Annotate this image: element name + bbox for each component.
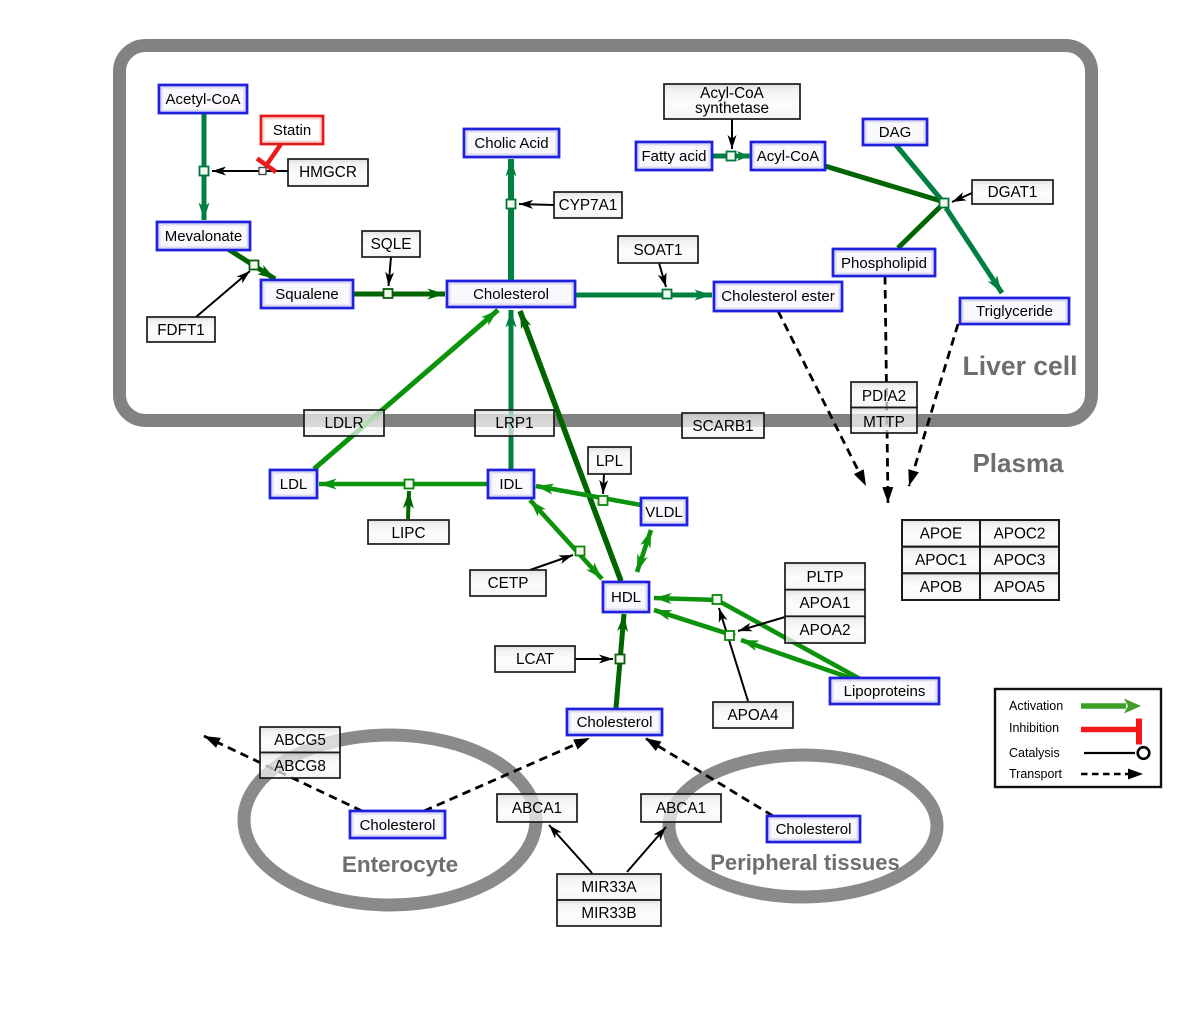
svg-text:HDL: HDL	[611, 589, 641, 606]
svg-text:Cholesterol: Cholesterol	[577, 714, 653, 731]
svg-text:APOC2: APOC2	[994, 526, 1046, 543]
svg-text:SOAT1: SOAT1	[633, 242, 682, 259]
svg-text:LIPC: LIPC	[391, 525, 425, 542]
svg-text:Catalysis: Catalysis	[1009, 746, 1060, 760]
svg-text:Acetyl-CoA: Acetyl-CoA	[165, 91, 240, 108]
svg-text:LPL: LPL	[596, 453, 623, 470]
svg-text:Statin: Statin	[273, 122, 311, 139]
svg-text:Squalene: Squalene	[275, 286, 338, 303]
svg-text:LDLR: LDLR	[324, 415, 363, 432]
svg-text:Cholesterol: Cholesterol	[360, 817, 436, 834]
svg-text:Inhibition: Inhibition	[1009, 721, 1059, 735]
svg-text:VLDL: VLDL	[645, 504, 683, 521]
svg-text:IDL: IDL	[499, 476, 522, 493]
svg-text:ABCA1: ABCA1	[656, 800, 706, 817]
svg-text:MTTP: MTTP	[863, 414, 905, 431]
svg-text:Cholesterol ester: Cholesterol ester	[721, 288, 834, 305]
svg-text:Fatty acid: Fatty acid	[641, 148, 706, 165]
svg-text:Mevalonate: Mevalonate	[165, 228, 243, 245]
svg-text:APOC1: APOC1	[915, 552, 967, 569]
svg-text:DGAT1: DGAT1	[988, 184, 1038, 201]
svg-text:Phospholipid: Phospholipid	[841, 255, 927, 272]
svg-text:MIR33B: MIR33B	[581, 905, 636, 922]
svg-text:CYP7A1: CYP7A1	[559, 197, 618, 214]
svg-text:APOA5: APOA5	[994, 579, 1045, 596]
svg-text:CETP: CETP	[488, 575, 529, 592]
svg-text:Liver cell: Liver cell	[963, 351, 1078, 381]
svg-text:Plasma: Plasma	[972, 448, 1064, 478]
svg-text:LDL: LDL	[280, 476, 308, 493]
svg-text:APOA2: APOA2	[799, 622, 850, 639]
svg-text:SQLE: SQLE	[371, 236, 412, 253]
svg-text:Activation: Activation	[1009, 699, 1063, 713]
svg-text:APOA4: APOA4	[727, 707, 779, 724]
svg-text:synthetase: synthetase	[695, 100, 769, 117]
svg-text:ABCG8: ABCG8	[274, 758, 326, 775]
svg-text:Enterocyte: Enterocyte	[342, 852, 458, 877]
svg-text:APOA1: APOA1	[799, 595, 850, 612]
svg-text:MIR33A: MIR33A	[581, 879, 637, 896]
svg-text:ABCG5: ABCG5	[274, 732, 326, 749]
svg-text:Cholic Acid: Cholic Acid	[474, 135, 548, 152]
svg-text:LRP1: LRP1	[495, 415, 533, 432]
svg-text:Acyl-CoA: Acyl-CoA	[757, 148, 820, 165]
svg-text:PLTP: PLTP	[806, 569, 843, 586]
svg-text:ABCA1: ABCA1	[512, 800, 562, 817]
svg-text:APOE: APOE	[920, 526, 963, 543]
svg-text:SCARB1: SCARB1	[692, 418, 753, 435]
svg-text:DAG: DAG	[879, 124, 912, 141]
svg-text:Cholesterol: Cholesterol	[473, 286, 549, 303]
svg-text:Transport: Transport	[1009, 767, 1063, 781]
svg-text:LCAT: LCAT	[516, 651, 554, 668]
svg-text:HMGCR: HMGCR	[299, 164, 357, 181]
svg-text:Acyl-CoA: Acyl-CoA	[700, 85, 765, 102]
svg-text:Lipoproteins: Lipoproteins	[844, 683, 926, 700]
svg-text:Triglyceride: Triglyceride	[976, 303, 1053, 320]
svg-text:APOC3: APOC3	[994, 552, 1046, 569]
svg-text:APOB: APOB	[920, 579, 963, 596]
svg-text:FDFT1: FDFT1	[157, 322, 205, 339]
svg-text:PDIA2: PDIA2	[862, 388, 906, 405]
svg-text:Peripheral tissues: Peripheral tissues	[710, 850, 900, 875]
svg-text:Cholesterol: Cholesterol	[776, 821, 852, 838]
